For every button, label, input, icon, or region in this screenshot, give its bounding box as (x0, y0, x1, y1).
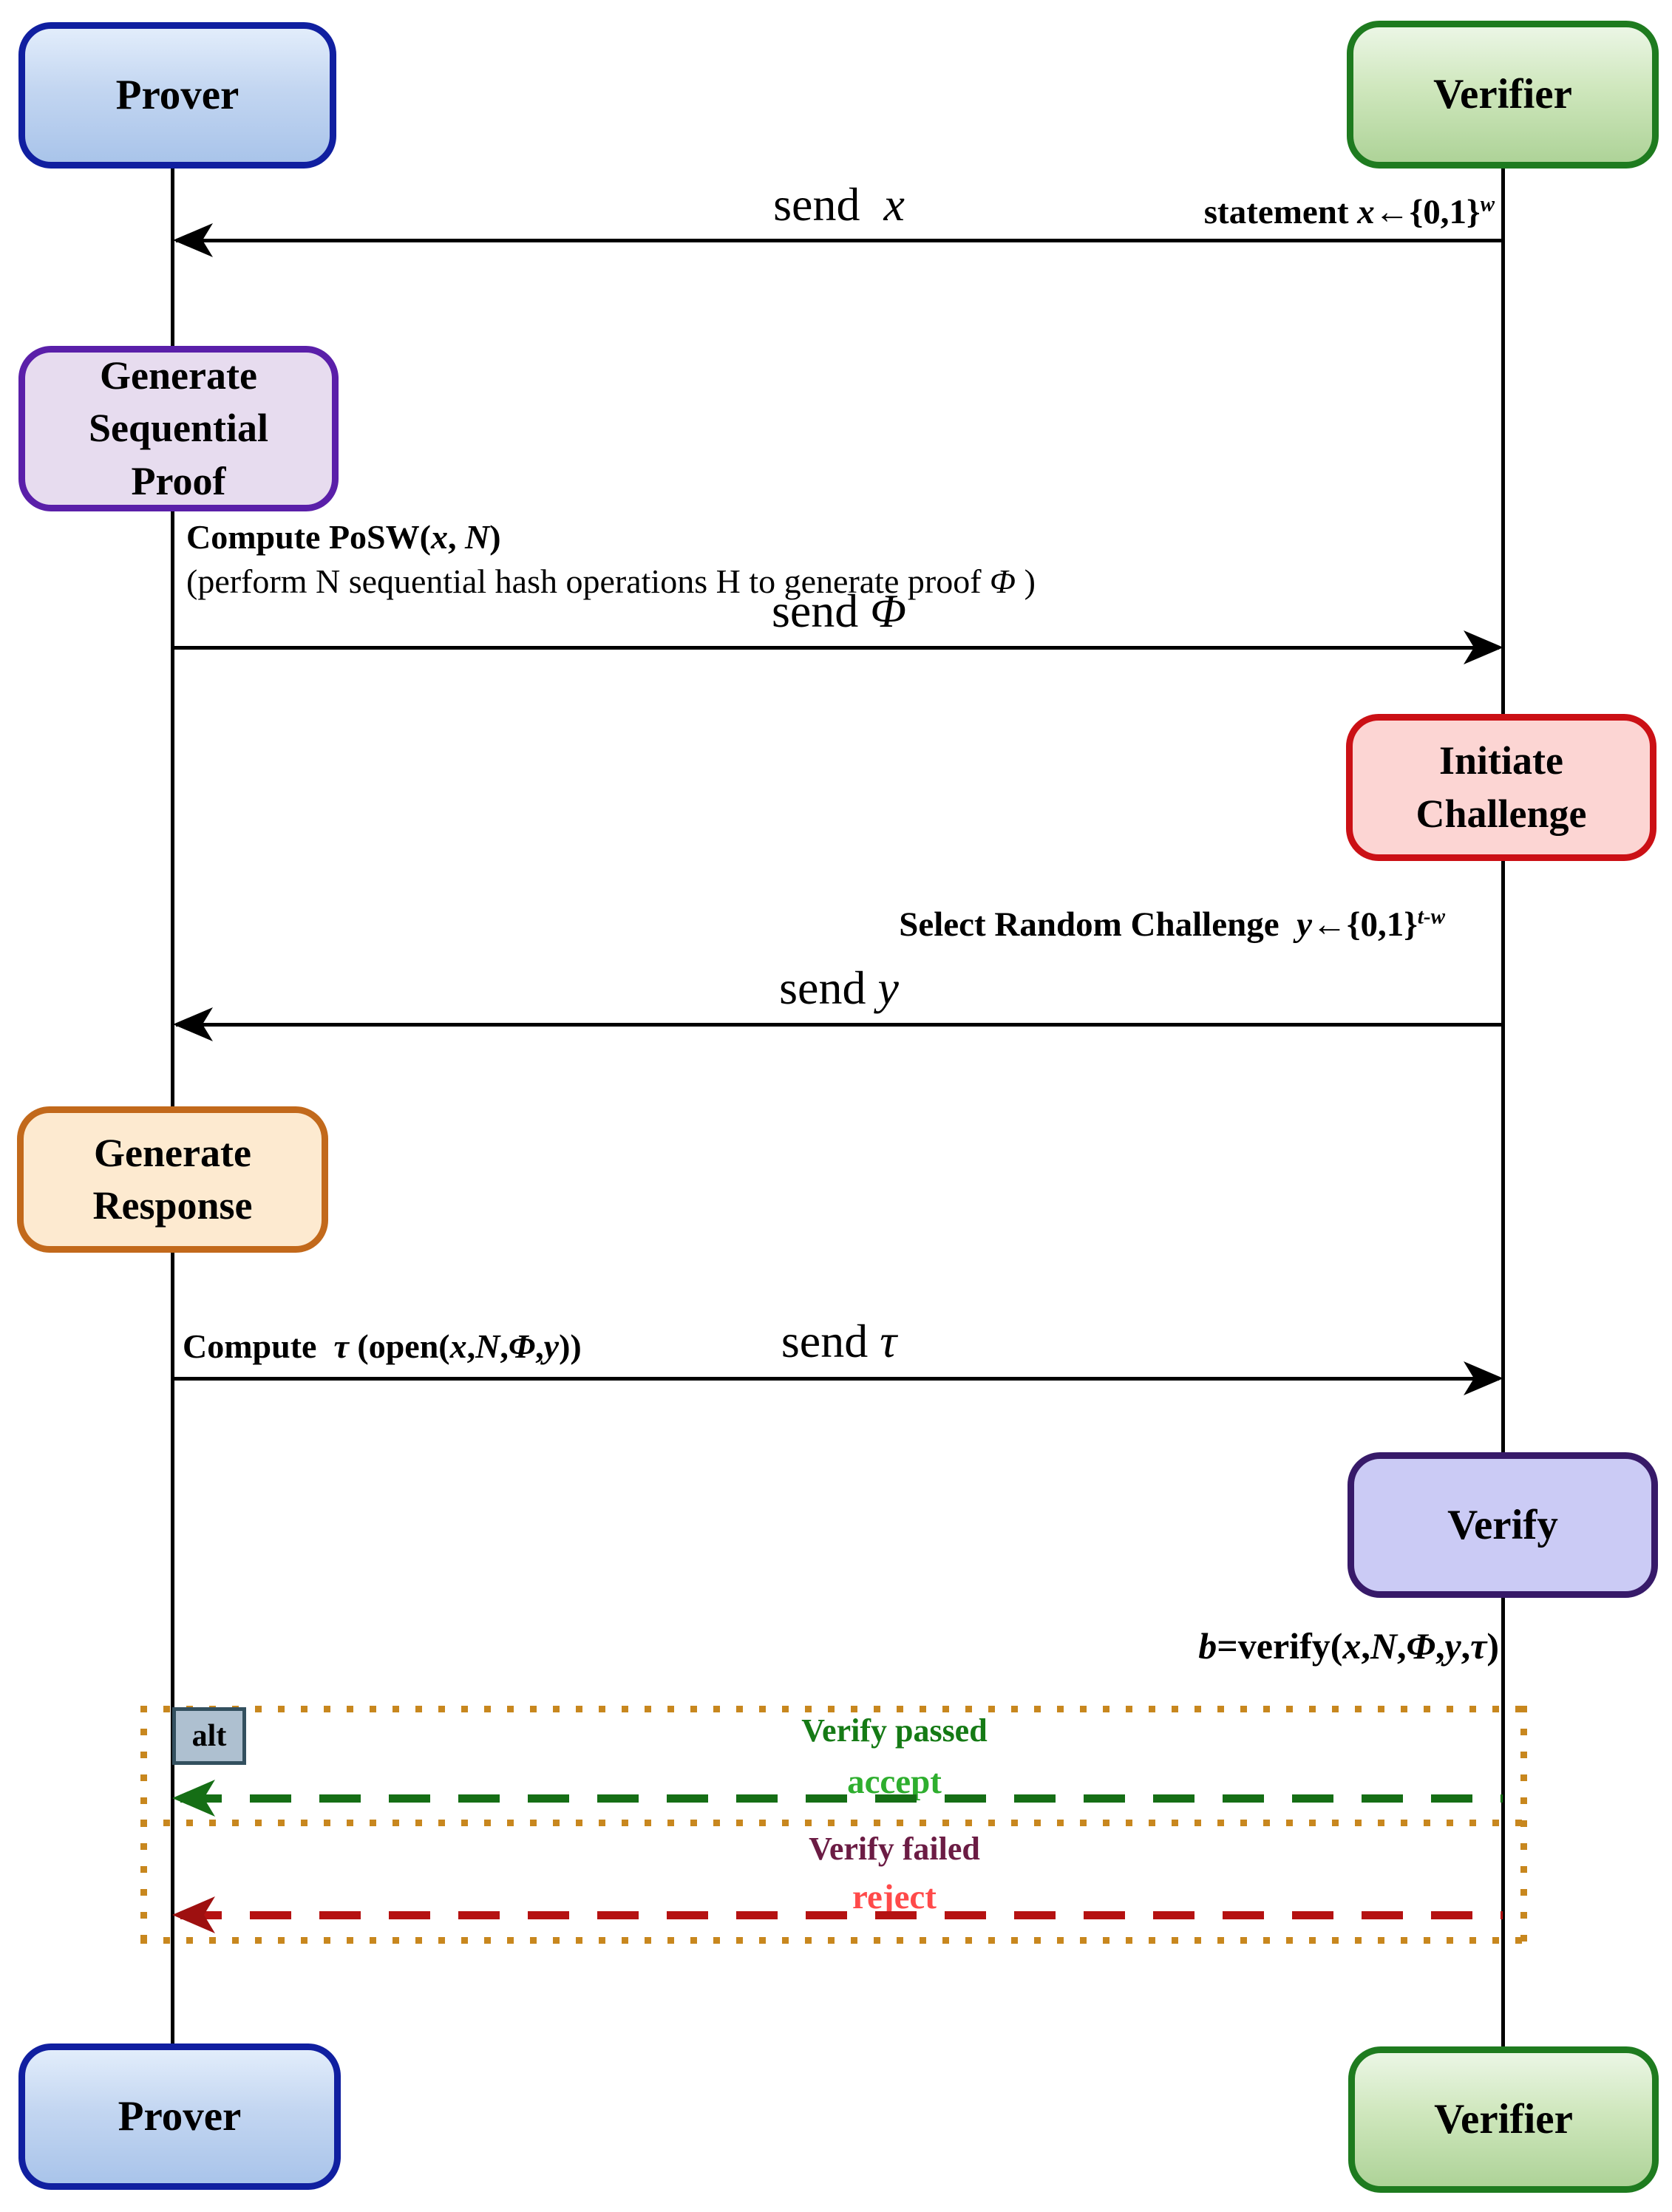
b-verify-note: b=verify(x,N,Φ,y,τ) (1198, 1625, 1499, 1667)
verify-failed-guard: Verify failed (809, 1831, 980, 1867)
verifier-participant-top: Verifier (1347, 21, 1659, 169)
compute-posw-note: Compute PoSW(x, N) (186, 518, 501, 556)
verifier-bottom-label: Verifier (1434, 2096, 1573, 2143)
reject-reply-label: reject (852, 1878, 937, 1916)
prover-participant-bottom: Prover (18, 2043, 341, 2190)
send-phi-label: send Φ (771, 585, 907, 637)
send-tau-label: send τ (781, 1315, 897, 1367)
send-x-label: send x (773, 178, 905, 231)
prover-top-label: Prover (115, 72, 239, 119)
send-tau-arrow-line (172, 1377, 1499, 1381)
verify-box: Verify (1348, 1452, 1658, 1598)
send-phi-arrow-line (172, 646, 1499, 650)
verifier-top-label: Verifier (1433, 71, 1572, 118)
send-x-arrow-line (176, 239, 1503, 242)
compute-tau-note: Compute τ (open(x,N,Φ,y)) (183, 1327, 582, 1365)
alt-operator-text: alt (191, 1719, 227, 1753)
alt-operator-label: alt (172, 1707, 246, 1765)
posw-detail-note: (perform N sequential hash operations H … (186, 562, 1036, 600)
prover-participant-top: Prover (18, 22, 336, 169)
generate-response-box: Generate Response (17, 1106, 328, 1253)
initiate-challenge-label: Initiate Challenge (1416, 738, 1587, 836)
prover-bottom-label: Prover (118, 2093, 242, 2140)
generate-sequential-proof-label: Generate Sequential Proof (88, 353, 269, 503)
verify-passed-guard: Verify passed (801, 1712, 988, 1749)
verifier-lifeline (1501, 167, 1505, 2050)
alt-frame-top-border (140, 1706, 1527, 1712)
accept-arrow-line (180, 1794, 1503, 1803)
statement-note: statement x←{0,1}w (1203, 192, 1495, 231)
send-y-arrow-line (176, 1023, 1503, 1027)
generate-response-label: Generate Response (92, 1130, 253, 1228)
generate-sequential-proof-box: Generate Sequential Proof (18, 346, 339, 511)
verify-label: Verify (1447, 1501, 1558, 1548)
alt-frame-divider (140, 1820, 1527, 1826)
reject-arrow-line (180, 1911, 1503, 1919)
verifier-participant-bottom: Verifier (1348, 2046, 1659, 2193)
alt-frame-bottom-border (140, 1937, 1527, 1944)
select-challenge-note: Select Random Challenge y←{0,1}t-w (899, 905, 1445, 944)
send-y-label: send y (779, 962, 899, 1014)
initiate-challenge-box: Initiate Challenge (1346, 714, 1656, 861)
